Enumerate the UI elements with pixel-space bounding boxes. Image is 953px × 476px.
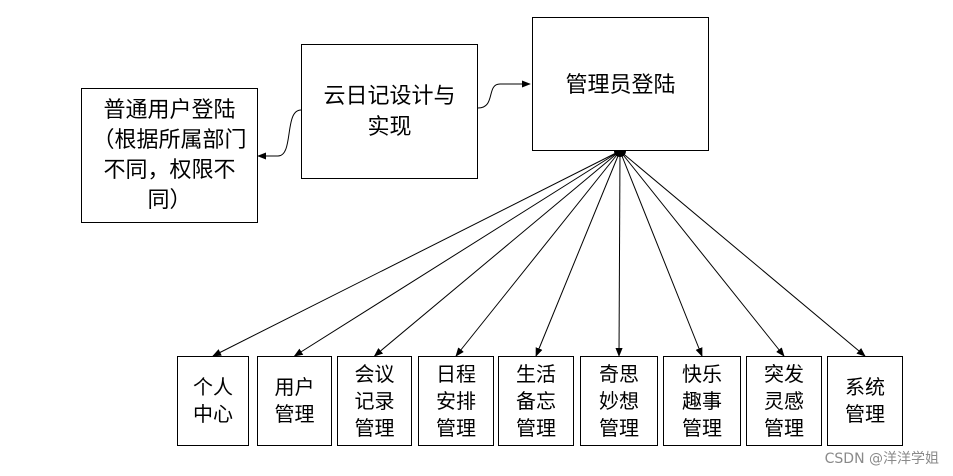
watermark: CSDN @洋洋学姐 [824, 451, 939, 467]
fan-connector [293, 150, 621, 357]
module-node: 快乐趣事管理 [663, 356, 741, 446]
module-label: 突发灵感管理 [764, 361, 804, 440]
module-label: 个人中心 [193, 375, 233, 426]
module-label: 奇思妙想管理 [599, 361, 639, 440]
module-node: 个人中心 [177, 356, 249, 446]
fan-connector [619, 150, 785, 357]
module-node: 生活备忘管理 [498, 356, 574, 446]
fan-lines [212, 150, 866, 357]
connector-root-to-admin [477, 80, 531, 109]
module-label: 日程安排管理 [436, 361, 476, 440]
module-label: 会议记录管理 [354, 361, 395, 440]
module-label: 生活备忘管理 [516, 361, 556, 440]
fan-connector [619, 150, 866, 357]
module-label: 快乐趣事管理 [682, 361, 722, 440]
root-node-label: 云日记设计与实现 [323, 83, 456, 140]
connector-root-to-user [257, 109, 302, 160]
fan-connector [373, 150, 621, 357]
module-node: 会议记录管理 [337, 356, 412, 446]
admin-login-node: 管理员登陆 [532, 17, 709, 151]
fan-connector [535, 150, 621, 357]
module-label: 系统管理 [845, 375, 885, 426]
fan-connector [212, 150, 621, 357]
user-login-node: 普通用户登陆（根据所属部门不同，权限不同） [81, 88, 258, 223]
module-node: 奇思妙想管理 [580, 356, 658, 446]
root-node: 云日记设计与实现 [301, 44, 478, 179]
admin-login-label: 管理员登陆 [565, 73, 676, 98]
module-node: 系统管理 [827, 356, 903, 446]
user-login-label: 普通用户登陆（根据所属部门不同，权限不同） [92, 97, 247, 213]
module-node: 突发灵感管理 [746, 356, 822, 446]
module-node: 用户管理 [257, 356, 332, 446]
fan-connector [619, 150, 703, 357]
fan-connector [455, 150, 621, 357]
fan-connector [615, 150, 623, 357]
module-node: 日程安排管理 [418, 356, 494, 446]
module-label: 用户管理 [274, 375, 315, 426]
